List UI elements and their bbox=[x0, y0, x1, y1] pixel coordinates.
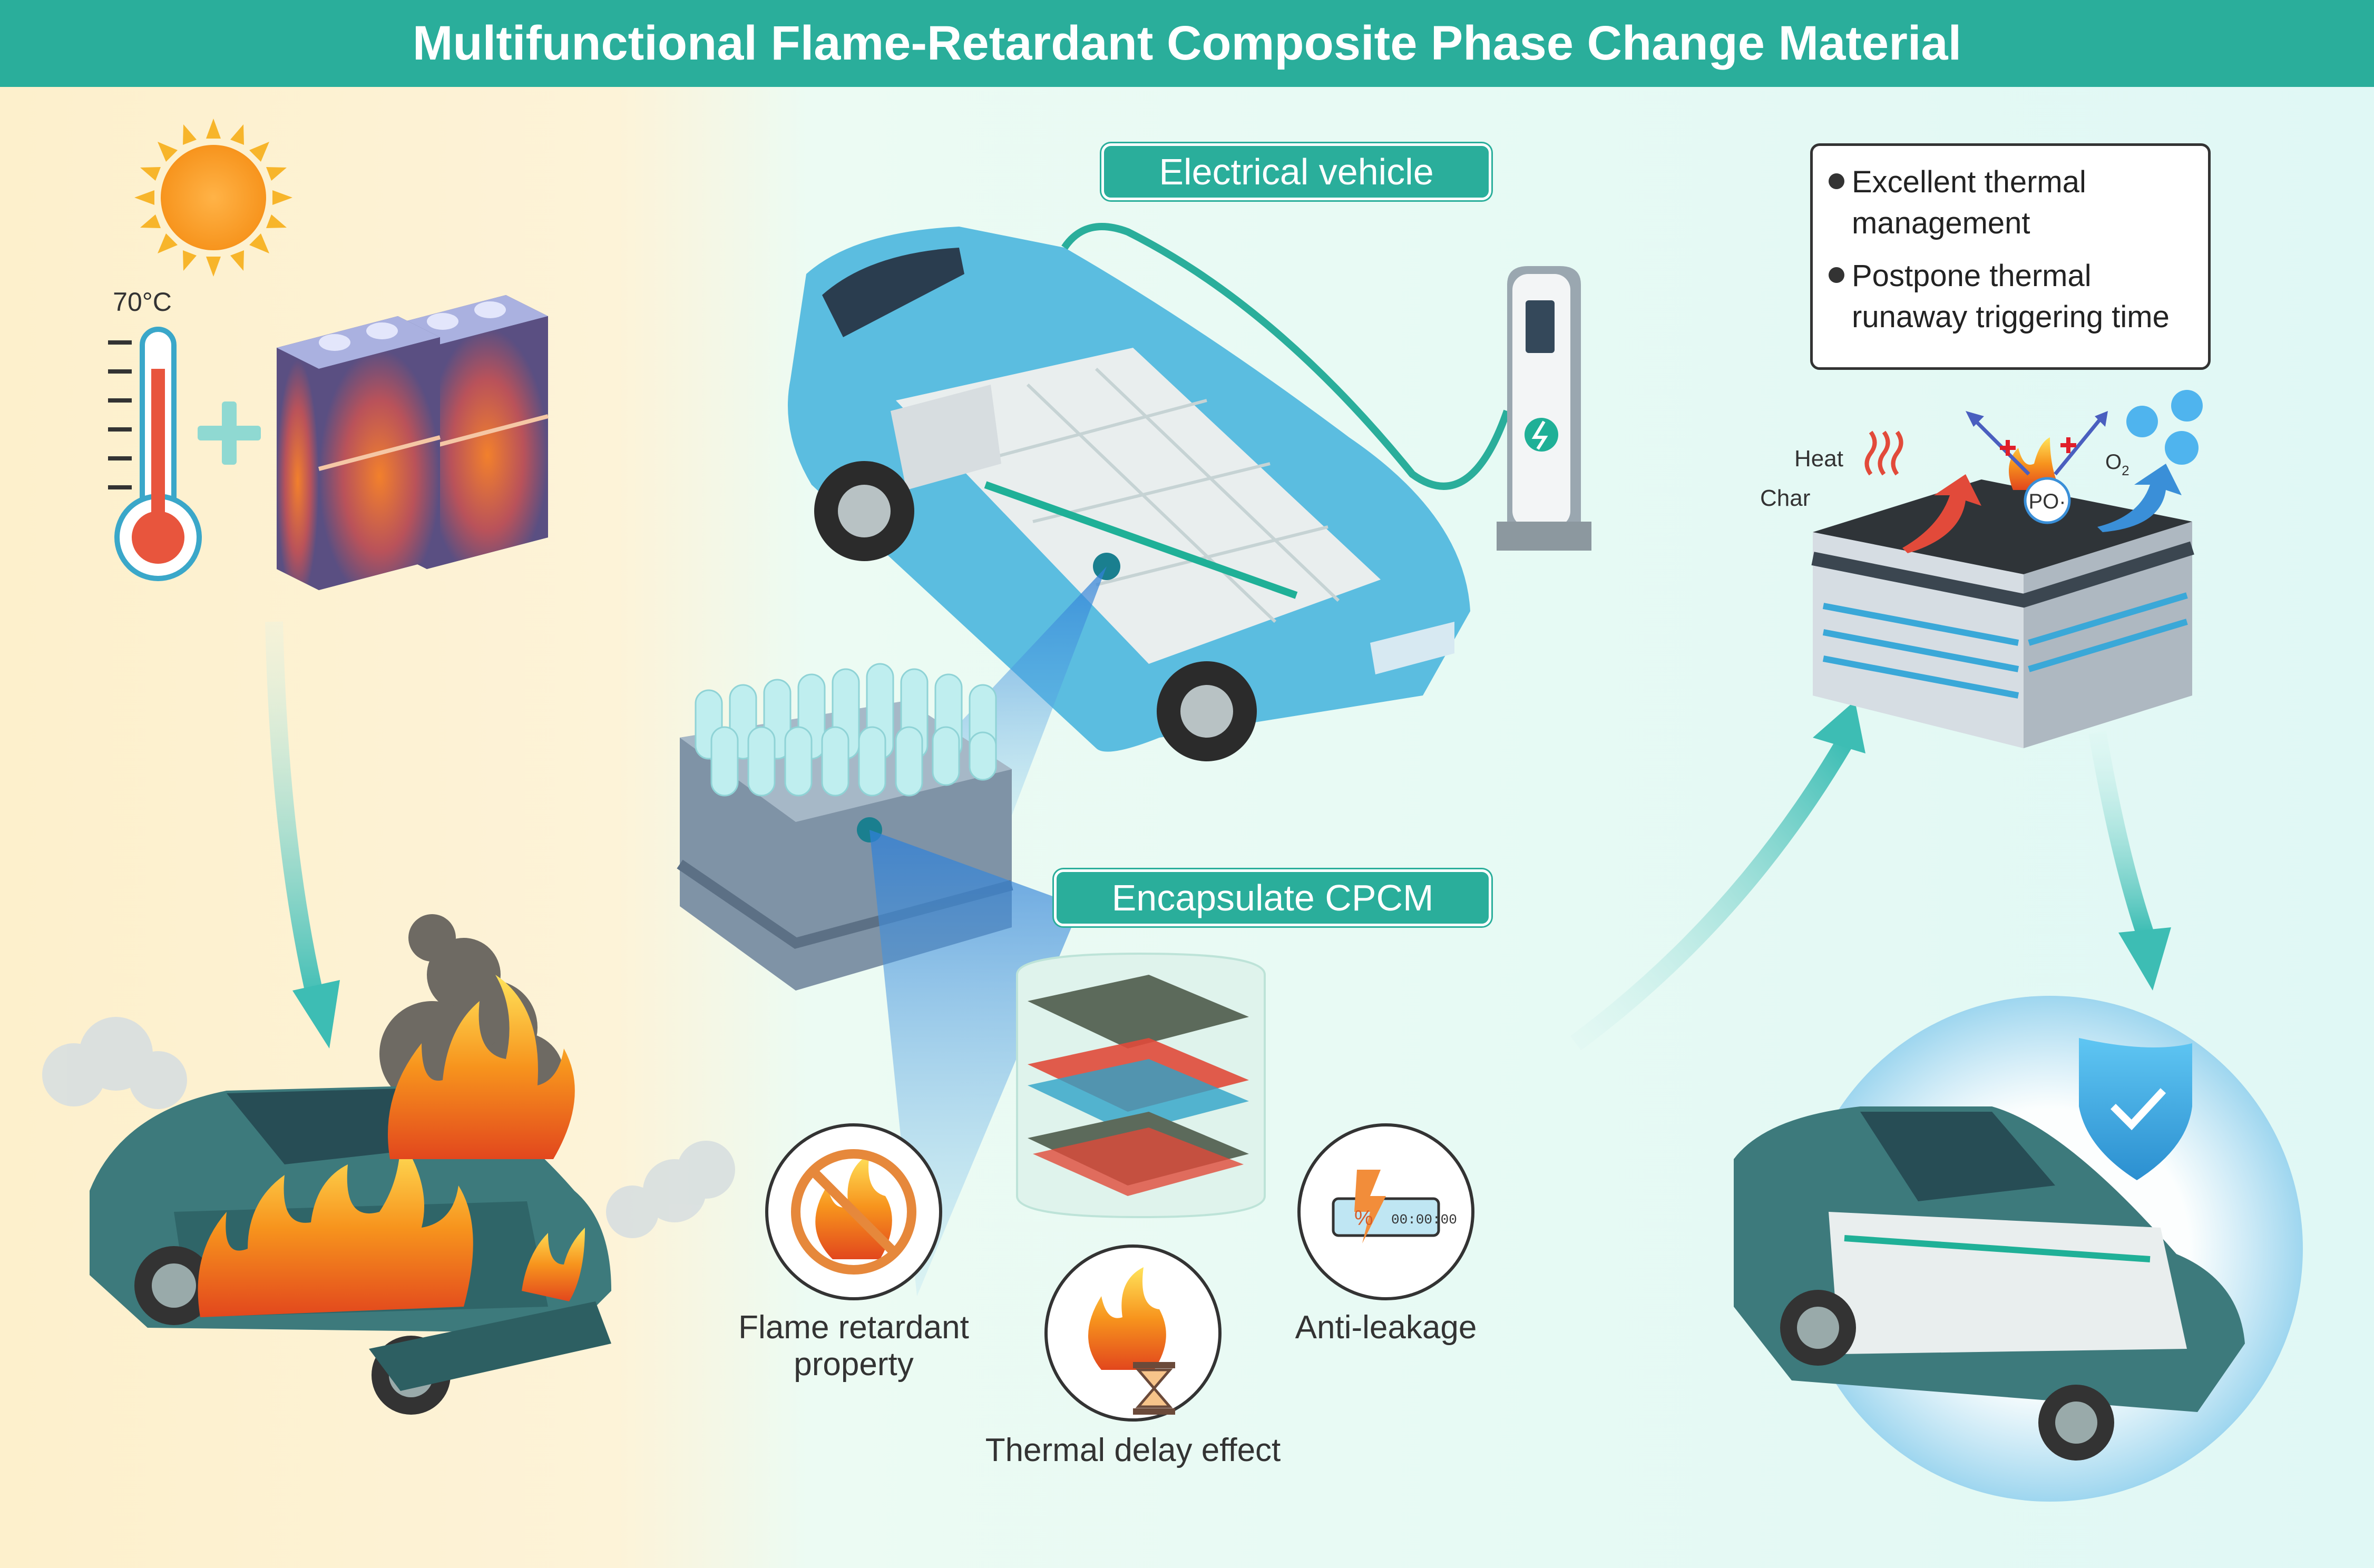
oxygen-arrow-icon bbox=[2097, 464, 2182, 532]
charging-station-icon bbox=[1497, 266, 1591, 551]
oxygen-label: O2 bbox=[2105, 450, 2129, 478]
temperature-label: 70°C bbox=[113, 287, 172, 317]
battery-icon bbox=[277, 295, 549, 590]
anti-leakage-icon: % 00:00:00 bbox=[1297, 1123, 1474, 1300]
flame-retardant-label: Flame retardant property bbox=[701, 1309, 1007, 1383]
encapsulate-label: Encapsulate CPCM bbox=[1111, 877, 1434, 918]
heat-arrow-icon bbox=[1902, 474, 1981, 553]
charging-cable bbox=[1061, 223, 1511, 490]
safe-car bbox=[1734, 1106, 2245, 1461]
title-bar: Multifunctional Flame-Retardant Composit… bbox=[0, 0, 2374, 87]
page-title: Multifunctional Flame-Retardant Composit… bbox=[412, 16, 1962, 70]
flame-retardant-line: property bbox=[794, 1346, 914, 1383]
electrical-vehicle-pill: Electrical vehicle bbox=[1101, 143, 1491, 200]
bullet-icon bbox=[1829, 267, 1844, 283]
heat-label: Heat bbox=[1794, 446, 1843, 472]
benefit-line: Excellent thermal bbox=[1852, 165, 2086, 199]
benefit-line: management bbox=[1852, 206, 2030, 240]
heat-waves-icon bbox=[1864, 430, 1903, 476]
radical-scavenge-icon: PO· bbox=[1966, 411, 2108, 524]
flame-retardant-line: Flame retardant bbox=[738, 1309, 969, 1346]
benefit-item: Excellent thermal management bbox=[1829, 162, 2192, 244]
no-fire-icon bbox=[765, 1123, 942, 1300]
hourglass-flame-icon bbox=[1044, 1244, 1222, 1422]
char-label: Char bbox=[1760, 485, 1810, 511]
sun-icon bbox=[134, 119, 292, 277]
oxygen-bubbles-icon bbox=[2126, 390, 2203, 465]
anti-leakage-percent: % bbox=[1354, 1207, 1373, 1230]
cell-array bbox=[695, 663, 997, 797]
curved-arrow-up bbox=[1570, 701, 1865, 1051]
smoke-icon bbox=[42, 1017, 735, 1238]
down-arrow-right bbox=[2088, 731, 2171, 991]
encapsulate-pill: Encapsulate CPCM bbox=[1054, 869, 1491, 926]
bullet-icon bbox=[1829, 173, 1844, 189]
cpcm-cylinder bbox=[1016, 952, 1266, 1219]
benefit-item: Postpone thermal runaway triggering time bbox=[1829, 256, 2192, 338]
burning-car bbox=[42, 914, 735, 1415]
anti-leakage-label: Anti-leakage bbox=[1295, 1309, 1477, 1346]
thermal-delay-label: Thermal delay effect bbox=[985, 1432, 1281, 1468]
thermometer-icon bbox=[108, 327, 202, 581]
benefits-box: Excellent thermal management Postpone th… bbox=[1810, 143, 2211, 370]
down-arrow-left bbox=[265, 621, 340, 1048]
benefit-line: Postpone thermal bbox=[1852, 259, 2092, 293]
car-icon bbox=[788, 227, 1470, 761]
plus-icon bbox=[198, 401, 261, 465]
fire-icon bbox=[198, 975, 585, 1317]
shield-check-icon bbox=[2079, 1038, 2192, 1180]
electrical-vehicle-label: Electrical vehicle bbox=[1159, 151, 1434, 192]
po-radical-label: PO· bbox=[2028, 490, 2066, 513]
anti-leakage-timer: 00:00:00 bbox=[1391, 1212, 1457, 1228]
benefit-line: runaway triggering time bbox=[1852, 300, 2170, 334]
